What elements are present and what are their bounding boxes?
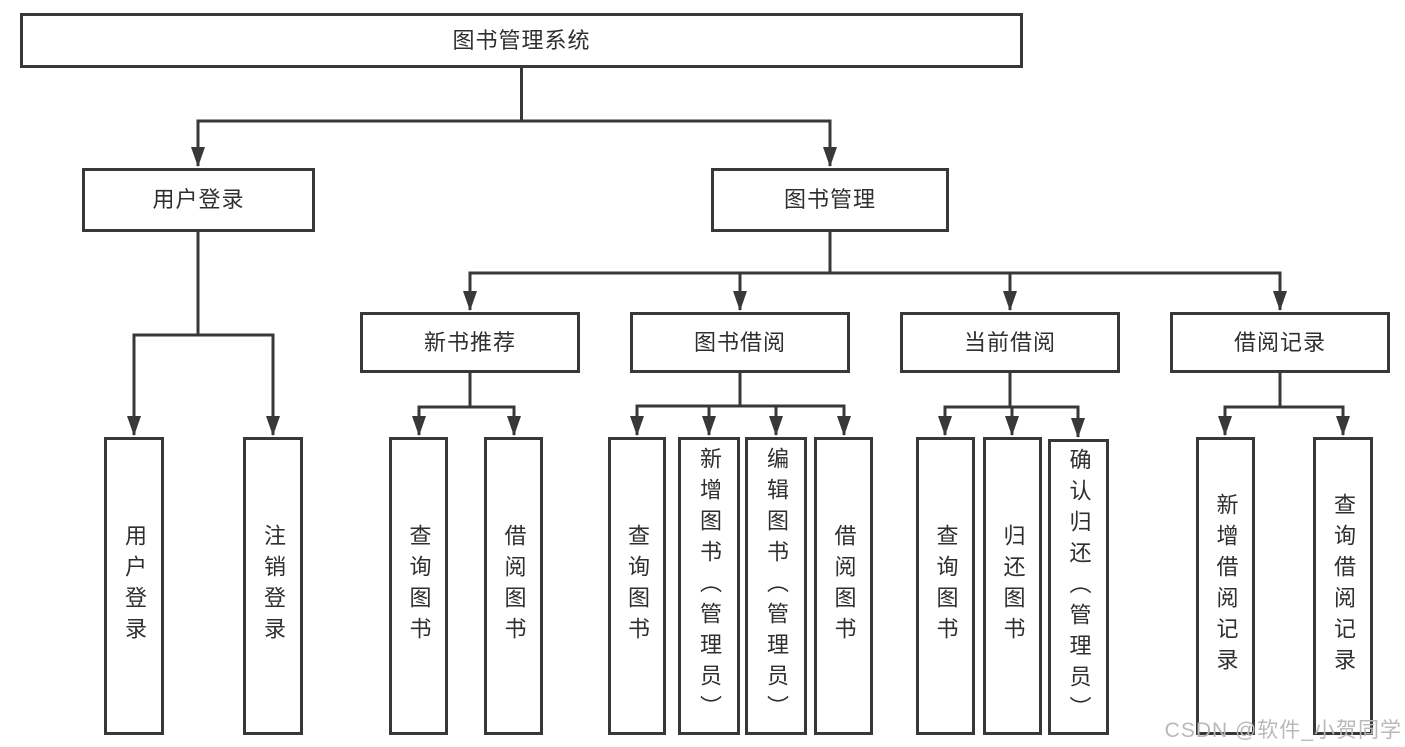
leaf-query-books-recommend-label: 查询图书	[406, 524, 432, 648]
leaf-add-book-admin: 新增图书（管理员）	[678, 437, 740, 735]
leaf-borrow-books-recommend-label: 借阅图书	[501, 524, 527, 648]
node-book-borrow-label: 图书借阅	[693, 329, 786, 355]
leaf-add-borrow-record: 新增借阅记录	[1196, 437, 1255, 735]
leaf-user-login: 用户登录	[104, 437, 164, 735]
leaf-return-books-label: 归还图书	[1000, 524, 1026, 648]
leaf-add-book-admin-label: 新增图书（管理员）	[697, 446, 722, 726]
node-book-borrow: 图书借阅	[630, 312, 850, 373]
node-user-login-label: 用户登录	[152, 187, 245, 212]
node-current-borrow: 当前借阅	[900, 312, 1120, 373]
node-current-borrow-label: 当前借阅	[963, 329, 1056, 355]
leaf-return-books: 归还图书	[983, 437, 1042, 735]
node-new-book-recommend-label: 新书推荐	[423, 329, 516, 355]
leaf-add-borrow-record-label: 新增借阅记录	[1213, 493, 1239, 679]
leaf-logout-label: 注销登录	[261, 524, 286, 648]
leaf-query-books-borrow: 查询图书	[608, 437, 666, 735]
leaf-borrow-books-label: 借阅图书	[831, 524, 857, 648]
leaf-confirm-return-admin-label: 确认归还（管理员）	[1066, 447, 1092, 727]
node-book-management-label: 图书管理	[783, 187, 876, 212]
leaf-query-books-current-label: 查询图书	[933, 524, 959, 648]
node-book-management: 图书管理	[711, 168, 949, 232]
leaf-logout: 注销登录	[243, 437, 303, 735]
leaf-query-borrow-record: 查询借阅记录	[1313, 437, 1373, 735]
leaf-edit-book-admin-label: 编辑图书（管理员）	[764, 446, 789, 726]
leaf-query-books-current: 查询图书	[916, 437, 975, 735]
leaf-confirm-return-admin: 确认归还（管理员）	[1048, 439, 1109, 735]
watermark: CSDN @软件_小贺同学	[1164, 719, 1402, 742]
leaf-borrow-books: 借阅图书	[814, 437, 873, 735]
node-user-login: 用户登录	[82, 168, 315, 232]
node-borrow-records-label: 借阅记录	[1233, 329, 1326, 355]
node-borrow-records: 借阅记录	[1170, 312, 1390, 373]
leaf-borrow-books-recommend: 借阅图书	[484, 437, 543, 735]
leaf-user-login-label: 用户登录	[122, 524, 147, 648]
leaf-query-borrow-record-label: 查询借阅记录	[1331, 493, 1356, 679]
node-new-book-recommend: 新书推荐	[360, 312, 580, 373]
leaf-query-books-recommend: 查询图书	[389, 437, 448, 735]
node-root-label: 图书管理系统	[452, 27, 591, 53]
leaf-query-books-borrow-label: 查询图书	[625, 524, 650, 648]
leaf-edit-book-admin: 编辑图书（管理员）	[745, 437, 807, 735]
node-root: 图书管理系统	[20, 13, 1023, 68]
